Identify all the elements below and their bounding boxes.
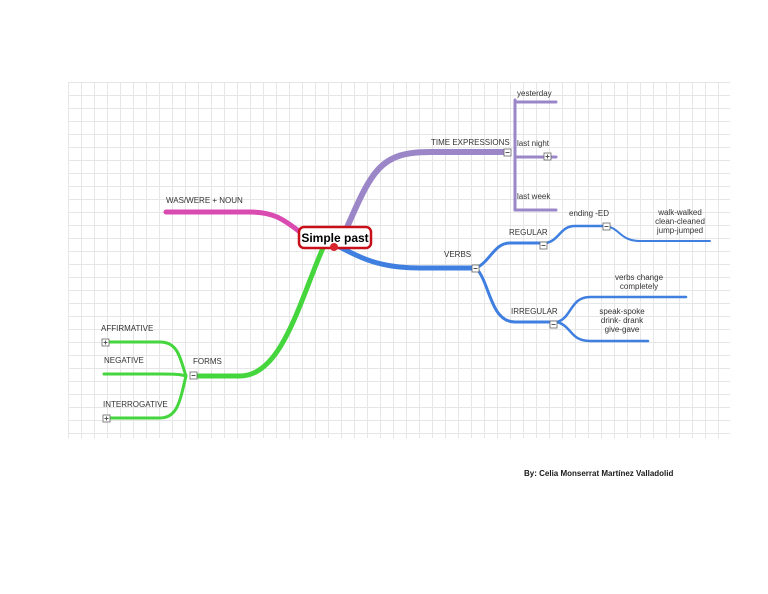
irregular-example-3: give-gave <box>605 325 640 334</box>
grid-background <box>68 82 730 438</box>
regular-example-2: clean-cleaned <box>655 217 705 226</box>
connector-irregular <box>474 266 559 324</box>
interrogative-label: INTERROGATIVE <box>103 400 168 409</box>
connector-ending-ed <box>544 224 608 245</box>
connector-irregular-examples <box>555 320 650 343</box>
irregular-example-1: speak-spoke <box>599 307 645 316</box>
branch-time-expressions <box>342 98 558 235</box>
regular-label: REGULAR <box>509 228 548 237</box>
verbs-change-line-2: completely <box>620 282 658 291</box>
affirmative-label: AFFIRMATIVE <box>101 324 153 333</box>
negative-label: NEGATIVE <box>104 356 144 365</box>
author-credit: By: Celia Monserrat Martínez Valladolid <box>524 469 674 478</box>
time-last-week-label: last week <box>517 192 551 201</box>
connector-interrogative <box>102 374 188 420</box>
forms-label: FORMS <box>193 357 222 366</box>
connector-noun <box>163 209 303 235</box>
collapse-toggle-regular[interactable] <box>539 241 548 250</box>
expand-toggle-last-night[interactable] <box>543 152 552 161</box>
regular-example-3: jump-jumped <box>656 226 703 235</box>
irregular-example-2: drink- drank <box>601 316 644 325</box>
collapse-toggle-forms[interactable] <box>189 371 198 380</box>
time-yesterday-label: yesterday <box>517 89 552 98</box>
connector-verbs-change <box>555 295 688 324</box>
branch-forms <box>102 245 326 420</box>
connector-affirmative <box>102 340 188 378</box>
root-label: Simple past <box>301 231 368 245</box>
expand-toggle-affirmative[interactable] <box>101 338 110 347</box>
time-last-night-label: last night <box>517 139 550 148</box>
connector-time-expressions <box>342 149 511 235</box>
verbs-change-line-1: verbs change <box>615 273 664 282</box>
branch-noun <box>163 209 303 235</box>
connector-regular <box>474 241 548 270</box>
collapse-toggle-verbs[interactable] <box>471 264 480 273</box>
collapse-toggle-ending-ed[interactable] <box>602 222 611 231</box>
noun-label: WAS/WERE + NOUN <box>166 196 243 205</box>
regular-example-1: walk-walked <box>657 208 702 217</box>
expand-toggle-interrogative[interactable] <box>102 414 111 423</box>
connector-verbs <box>335 243 479 271</box>
connector-forms <box>191 245 326 379</box>
ending-ed-label: ending -ED <box>569 209 609 218</box>
collapse-toggle-irregular[interactable] <box>549 320 558 329</box>
root-node[interactable]: Simple past <box>297 225 373 251</box>
connector-negative <box>102 372 188 378</box>
collapse-toggle-time-expressions[interactable] <box>503 148 512 157</box>
irregular-label: IRREGULAR <box>511 307 558 316</box>
verbs-label: VERBS <box>444 250 471 259</box>
root-anchor-dot <box>330 243 338 251</box>
time-expressions-label: TIME EXPRESSIONS <box>431 138 510 147</box>
